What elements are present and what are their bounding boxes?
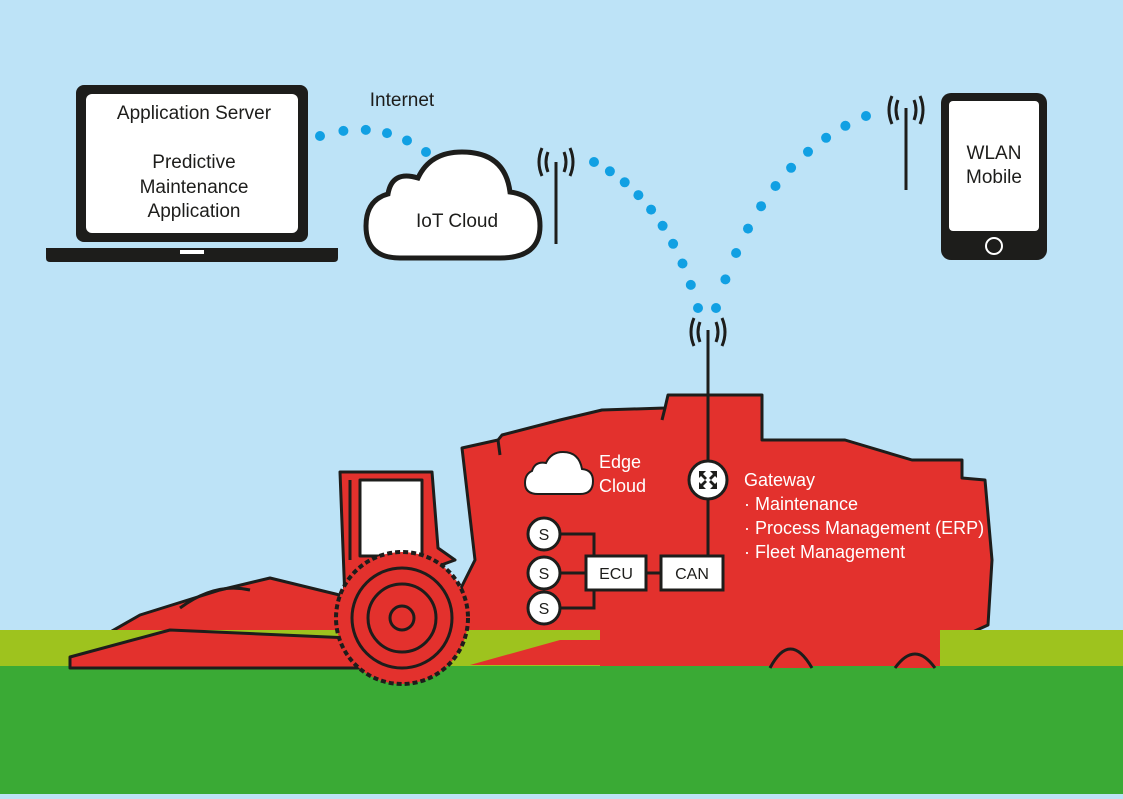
signal-dot <box>360 124 371 135</box>
sensor-icon <box>526 516 562 552</box>
signal-dots <box>315 111 871 313</box>
ecu-box <box>584 554 648 592</box>
signal-dot <box>840 120 851 131</box>
gateway-item-maintenance: · Maintenance <box>744 494 858 514</box>
body-base <box>600 630 940 666</box>
can-label: CAN <box>675 566 709 583</box>
can-box <box>659 554 725 592</box>
signal-dot <box>421 147 431 157</box>
signal-dot <box>803 146 813 157</box>
cloud-icon <box>523 450 595 495</box>
sensor-icon <box>526 555 562 591</box>
antenna-icon <box>689 317 727 462</box>
track-bumps <box>768 647 937 669</box>
gateway-icon <box>687 459 729 501</box>
wlan-line-2: Mobile <box>966 167 1022 188</box>
edge-line-1: Edge <box>599 452 641 472</box>
app-line-2: Maintenance <box>140 177 249 198</box>
signal-dot <box>731 248 742 258</box>
signal-dot <box>711 303 721 313</box>
signal-dot <box>382 128 392 139</box>
sensor-label-2: S <box>539 566 550 583</box>
signal-dot <box>668 238 679 249</box>
wheel-icon <box>334 550 470 686</box>
edge-line-2: Cloud <box>599 476 646 496</box>
wlan-line-1: WLAN <box>967 143 1022 164</box>
signal-dot <box>720 274 731 285</box>
ecu-label: ECU <box>599 566 633 583</box>
app-line-3: Application <box>148 201 241 222</box>
antenna-icon <box>537 147 575 244</box>
gateway-item-fleet: · Fleet Management <box>744 542 905 562</box>
signal-dot <box>402 135 412 146</box>
signal-dot <box>338 125 349 136</box>
signal-dot <box>589 157 599 167</box>
server-title: Application Server <box>117 103 272 124</box>
gateway-item-erp: · Process Management (ERP) <box>744 518 984 538</box>
laptop-icon <box>46 85 338 262</box>
sensor-icon <box>526 590 562 626</box>
signal-dot <box>677 258 688 269</box>
bus-wiring <box>560 532 661 610</box>
signal-dot <box>646 204 657 215</box>
signal-dot <box>821 132 832 143</box>
signal-dot <box>756 201 767 212</box>
signal-dot <box>633 190 644 201</box>
signal-dot <box>770 181 781 191</box>
signal-dot <box>743 223 753 234</box>
signal-dot <box>315 131 325 141</box>
app-line-1: Predictive <box>152 152 235 173</box>
signal-dot <box>861 111 871 121</box>
internet-label: Internet <box>370 90 435 111</box>
signal-dot <box>657 220 668 231</box>
cloud-icon <box>363 149 543 261</box>
signal-dot <box>693 303 703 313</box>
signal-dot <box>786 162 797 173</box>
grass-dark <box>0 666 1123 794</box>
sensor-label-3: S <box>539 601 550 618</box>
sensor-label-1: S <box>539 527 550 544</box>
iot-cloud-label: IoT Cloud <box>416 211 498 232</box>
signal-dot <box>619 177 630 188</box>
signal-dot <box>604 166 615 177</box>
gateway-label: Gateway <box>744 470 815 490</box>
smartphone-icon <box>941 93 1047 260</box>
antenna-icon <box>887 95 925 190</box>
signal-dot <box>685 279 696 290</box>
